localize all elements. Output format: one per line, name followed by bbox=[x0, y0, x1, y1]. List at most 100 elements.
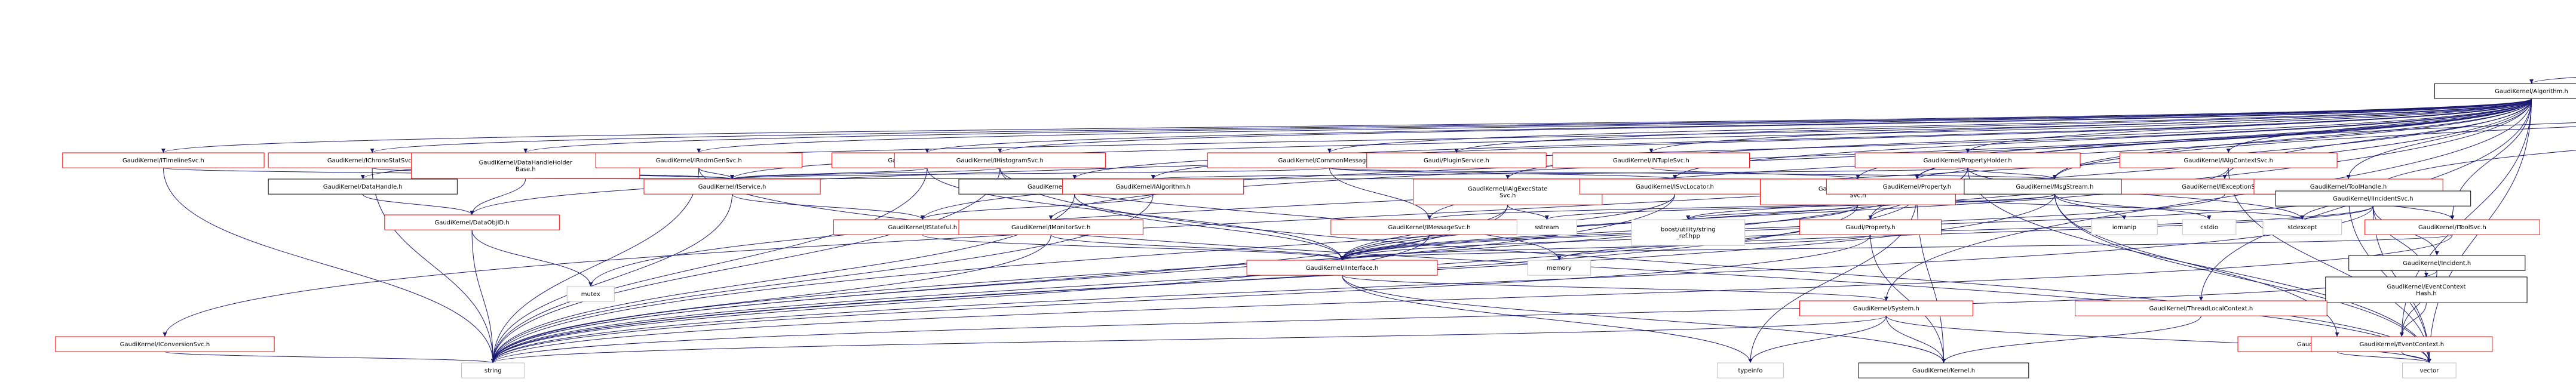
node-irndmgensvc[interactable]: GaudiKernel/IRndmGenSvc.h bbox=[595, 152, 802, 168]
edge-root-to-iincidentsvc bbox=[2370, 150, 2576, 192]
node-label: GaudiKernel/IAlgorithm.h bbox=[1115, 184, 1191, 190]
node-label: _ref.hpp bbox=[1676, 233, 1700, 240]
node-imessagesvc[interactable]: GaudiKernel/IMessageSvc.h bbox=[1330, 219, 1528, 235]
node-kernel[interactable]: GaudiKernel/Kernel.h bbox=[1858, 362, 2029, 378]
node-label: typeinfo bbox=[1738, 368, 1762, 374]
node-system[interactable]: GaudiKernel/System.h bbox=[1799, 300, 1973, 316]
edge-ialgcontextsvc-to-vector bbox=[2228, 168, 2431, 363]
node-iomanip: iomanip bbox=[2091, 219, 2158, 235]
edge-eventcontext-to-vector bbox=[2401, 351, 2431, 363]
node-label: GaudiKernel/IHistogramSvc.h bbox=[956, 158, 1044, 164]
node-box bbox=[1062, 178, 1244, 195]
edge-propertyholder-to-vector bbox=[1967, 168, 2431, 363]
node-label: Gaudi/Property.h bbox=[1845, 224, 1895, 231]
node-box bbox=[384, 214, 560, 230]
node-sstream: sstream bbox=[1516, 219, 1577, 235]
node-box bbox=[1631, 219, 1746, 246]
node-propertyholder[interactable]: GaudiKernel/PropertyHolder.h bbox=[1854, 152, 2081, 168]
edge-imonitorsvc-to-iinterface bbox=[1050, 234, 1344, 261]
edge-ialgorithm-to-istateful bbox=[920, 193, 1154, 220]
edge-datahandleholderbase-to-dataobjid bbox=[470, 178, 526, 215]
node-ialgcontextsvc[interactable]: GaudiKernel/IAlgContextSvc.h bbox=[2119, 152, 2338, 168]
node-label: GaudiKernel/MsgStream.h bbox=[2016, 184, 2093, 190]
edge-algorithm-to-ihiveswhiteboard bbox=[1072, 98, 2532, 180]
node-mutex: mutex bbox=[566, 286, 615, 302]
node-box bbox=[2275, 190, 2471, 207]
node-label: sstream bbox=[1535, 224, 1559, 231]
node-label: Svc.h bbox=[1850, 193, 1866, 199]
node-iincidentsvc[interactable]: GaudiKernel/IIncidentSvc.h bbox=[2275, 190, 2471, 207]
edge-iincidentsvc-to-memory bbox=[1557, 205, 2373, 261]
edge-imessagesvc-to-iinterface bbox=[1340, 235, 1430, 261]
node-label: boost/utility/string bbox=[1661, 227, 1716, 233]
node-box bbox=[2075, 300, 2327, 316]
node-box bbox=[595, 152, 802, 168]
node-itoolsvc[interactable]: GaudiKernel/IToolSvc.h bbox=[2365, 219, 2540, 235]
node-box bbox=[1579, 178, 1771, 195]
node-incident[interactable]: GaudiKernel/Incident.h bbox=[2348, 255, 2526, 271]
edge-dataobjid-to-string bbox=[471, 230, 495, 363]
edge-ihistogramsvc-to-iservice bbox=[730, 167, 1001, 180]
node-iservice[interactable]: GaudiKernel/IService.h bbox=[643, 178, 821, 195]
node-msgstream[interactable]: GaudiKernel/MsgStream.h bbox=[1964, 178, 2146, 195]
node-iconversionsvc[interactable]: GaudiKernel/IConversionSvc.h bbox=[55, 336, 275, 352]
node-box bbox=[2311, 336, 2493, 352]
node-intuplesvc[interactable]: GaudiKernel/INTupleSvc.h bbox=[1552, 152, 1750, 168]
node-label: string bbox=[484, 368, 502, 374]
node-box bbox=[268, 178, 458, 195]
edge-root-to-algorithm bbox=[2529, 77, 2576, 84]
node-eventcontext[interactable]: GaudiKernel/EventContext.h bbox=[2311, 336, 2493, 352]
edge-algorithm-to-ihistogramsvc bbox=[998, 98, 2532, 153]
node-box bbox=[1799, 219, 1942, 235]
node-label: iomanip bbox=[2112, 224, 2136, 231]
edge-iinterface-to-system bbox=[1342, 275, 1888, 301]
node-iinterface[interactable]: GaudiKernel/IInterface.h bbox=[1246, 260, 1438, 276]
node-box bbox=[1527, 260, 1591, 276]
node-label: GaudiKernel/System.h bbox=[1853, 306, 1919, 312]
node-label: GaudiKernel/PropertyHolder.h bbox=[1924, 158, 2012, 164]
node-label: GaudiKernel/IChronoStatSvc.h bbox=[327, 158, 417, 164]
edge-serializestl-to-vector bbox=[2336, 351, 2431, 363]
edge-irndmgensvc-to-string bbox=[490, 168, 700, 363]
edge-commonmessaging-to-isvclocator bbox=[1329, 167, 1677, 180]
edge-itimelinesvc-to-string bbox=[162, 168, 495, 363]
node-isvclocator[interactable]: GaudiKernel/ISvcLocator.h bbox=[1579, 178, 1771, 195]
node-label: Svc.h bbox=[1499, 193, 1516, 199]
node-box bbox=[2262, 219, 2342, 235]
node-box bbox=[958, 219, 1143, 235]
node-imonitorsvc[interactable]: GaudiKernel/IMonitorSvc.h bbox=[958, 219, 1143, 235]
node-label: GaudiKernel/IRndmGenSvc.h bbox=[656, 158, 742, 164]
node-ihistogramsvc[interactable]: GaudiKernel/IHistogramSvc.h bbox=[894, 152, 1106, 168]
node-gkproperty[interactable]: Gaudi/Property.h bbox=[1799, 219, 1942, 235]
header-nodes: GaudiCoreSvc/src/IncidentSvc/IncidentPro… bbox=[55, 83, 2576, 378]
node-label: GaudiKernel/IService.h bbox=[698, 184, 766, 190]
node-box bbox=[566, 286, 615, 302]
node-label: GaudiKernel/IIncidentSvc.h bbox=[2333, 196, 2414, 202]
node-box bbox=[1516, 219, 1577, 235]
node-label: GaudiKernel/IAlgExecState bbox=[1468, 186, 1547, 193]
node-pluginservice[interactable]: Gaudi/PluginService.h bbox=[1366, 152, 1547, 168]
node-itimelinesvc[interactable]: GaudiKernel/ITimelineSvc.h bbox=[62, 152, 265, 168]
node-boostref: boost/utility/string_ref.hpp bbox=[1631, 219, 1746, 246]
edge-propertyholder-to-ialgorithm bbox=[1151, 167, 1968, 180]
node-dataobjid[interactable]: GaudiKernel/DataObjID.h bbox=[384, 214, 560, 230]
edge-gkproperty-to-kernel bbox=[1870, 235, 1946, 363]
edge-imonitorsvc-to-string bbox=[490, 235, 1051, 363]
edge-root-to-msgstream bbox=[2053, 126, 2576, 180]
node-algorithm[interactable]: GaudiKernel/Algorithm.h bbox=[2434, 83, 2576, 99]
node-threadlocalcontext[interactable]: GaudiKernel/ThreadLocalContext.h bbox=[2075, 300, 2327, 316]
node-label: GaudiKernel/Kernel.h bbox=[1912, 368, 1975, 374]
edge-itoolsvc-to-string bbox=[490, 235, 2453, 363]
node-ialgorithm[interactable]: GaudiKernel/IAlgorithm.h bbox=[1062, 178, 1244, 195]
node-box bbox=[1799, 300, 1973, 316]
edge-algorithm-to-irndmgensvc bbox=[697, 98, 2532, 153]
node-label: Base.h bbox=[516, 167, 536, 173]
edge-msgstream-to-sstream bbox=[1545, 193, 2055, 220]
node-datahandle[interactable]: GaudiKernel/DataHandle.h bbox=[268, 178, 458, 195]
node-box bbox=[2091, 219, 2158, 235]
edge-incident-to-string bbox=[491, 270, 2437, 363]
node-label: GaudiKernel/DataHandleHolder bbox=[479, 160, 573, 167]
